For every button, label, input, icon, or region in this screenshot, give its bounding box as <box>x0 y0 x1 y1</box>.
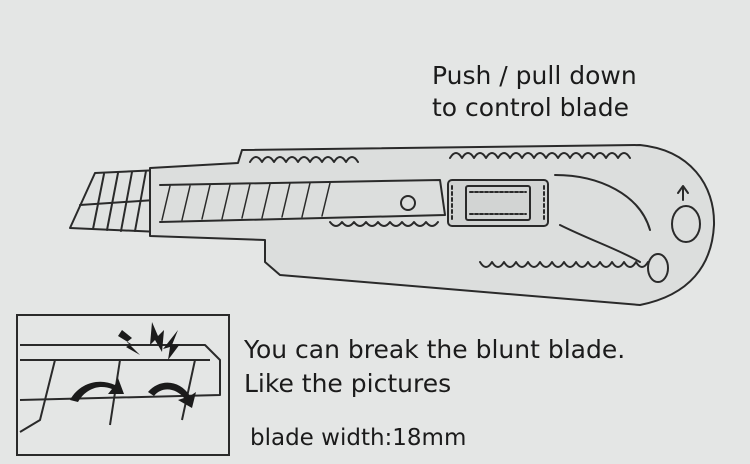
track-hatching <box>161 182 331 221</box>
break-line-1: You can break the blunt blade. <box>244 335 626 364</box>
top-serration <box>249 152 631 163</box>
break-spark-icon <box>118 322 180 360</box>
slider-control <box>447 179 549 227</box>
curved-arrow-icon <box>70 378 124 402</box>
push-pull-line-2: to control blade <box>432 93 630 122</box>
blade-segment-1 <box>19 359 56 433</box>
utility-knife-illustration <box>69 144 716 306</box>
break-line-2: Like the pictures <box>244 369 452 398</box>
blade-track <box>159 179 446 223</box>
end-ellipse-upper <box>671 205 701 243</box>
push-pull-line-1: Push / pull down <box>432 61 637 90</box>
blade-segment-3 <box>181 359 196 421</box>
knife-blade <box>69 169 161 233</box>
end-ellipse-lower <box>647 253 669 283</box>
curved-arrow-icon <box>148 382 196 408</box>
blade-snap-illustration <box>16 314 230 456</box>
blade-width-spec: blade width:18mm <box>250 425 467 451</box>
up-arrow-icon <box>677 185 689 201</box>
bottom-serration <box>329 221 649 268</box>
body-rivet <box>400 195 416 211</box>
push-pull-instruction: Push / pull down to control blade <box>432 60 637 124</box>
break-blade-instruction: You can break the blunt blade. Like the … <box>244 333 625 401</box>
body-contour <box>554 174 651 263</box>
inset-blade <box>19 344 221 401</box>
